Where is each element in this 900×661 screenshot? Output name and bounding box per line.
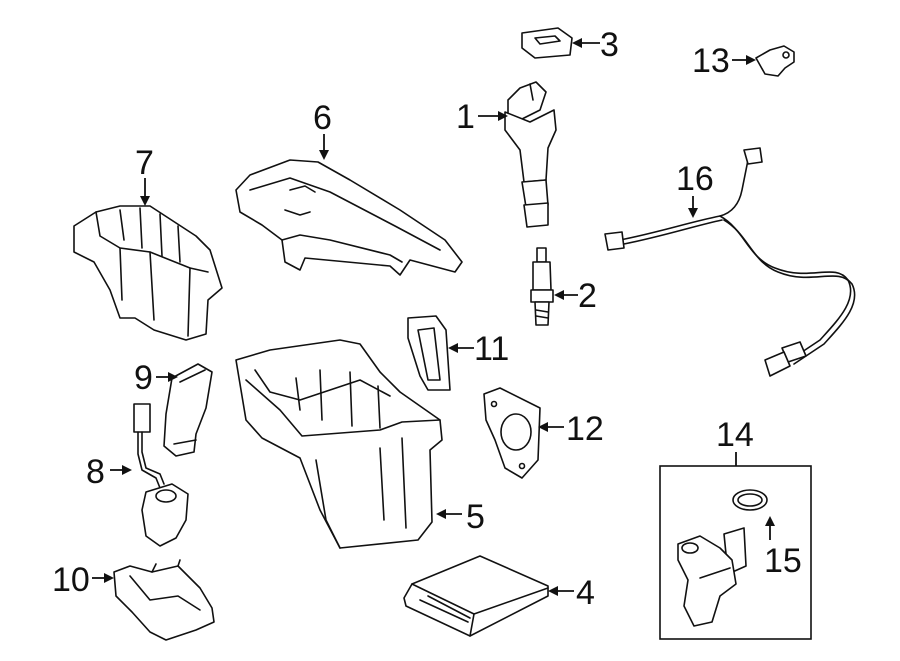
part-12-gasket-plate — [483, 387, 541, 479]
part-4-control-module — [403, 555, 549, 637]
arrow-2 — [554, 290, 564, 300]
arrow-1 — [498, 111, 508, 121]
part-13-sensor — [755, 45, 795, 77]
callout-13: 13 — [692, 42, 730, 80]
callout-11: 11 — [474, 330, 509, 368]
callout-12: 12 — [566, 410, 604, 448]
arrow-13 — [746, 55, 756, 65]
part-3-pad — [521, 27, 573, 59]
arrow-15 — [765, 516, 775, 526]
part-7-fuse-box-upper — [73, 205, 223, 341]
callout-3: 3 — [600, 26, 619, 64]
part-15-o-ring — [732, 489, 768, 511]
part-14-cam-sensor — [677, 527, 747, 627]
part-8-sensor — [133, 403, 189, 547]
callout-1: 1 — [456, 98, 475, 136]
arrow-6 — [319, 150, 329, 160]
part-1-ignition-coil — [504, 81, 557, 228]
arrow-12 — [538, 422, 548, 432]
arrow-16 — [688, 208, 698, 218]
callout-6: 6 — [313, 99, 332, 137]
callout-2: 2 — [578, 277, 597, 315]
part-9-bracket — [163, 363, 213, 457]
part-11-gasket — [407, 315, 451, 391]
callout-15: 15 — [764, 542, 802, 580]
part-16-wire-harness — [604, 147, 856, 377]
callout-10: 10 — [52, 561, 90, 599]
arrow-8 — [122, 465, 132, 475]
arrow-7 — [140, 196, 150, 206]
arrow-4 — [548, 586, 558, 596]
callout-labels: 1 2 3 4 5 6 7 8 9 10 11 12 13 14 15 16 — [52, 26, 802, 612]
part-5-housing — [235, 339, 443, 549]
callout-8: 8 — [86, 453, 105, 491]
arrow-5 — [436, 509, 446, 519]
arrow-11 — [448, 343, 458, 353]
part-2-spark-plug — [530, 247, 554, 326]
callout-16: 16 — [676, 160, 714, 198]
callout-4: 4 — [576, 574, 595, 612]
part-10-lower-bracket — [113, 559, 215, 641]
arrow-10 — [104, 573, 114, 583]
callout-7: 7 — [135, 144, 154, 182]
arrow-9 — [168, 372, 178, 382]
part-6-engine-cover — [235, 159, 463, 276]
arrow-3 — [572, 38, 582, 48]
callout-14: 14 — [716, 416, 754, 454]
callout-5: 5 — [466, 498, 485, 536]
callout-9: 9 — [134, 359, 153, 397]
